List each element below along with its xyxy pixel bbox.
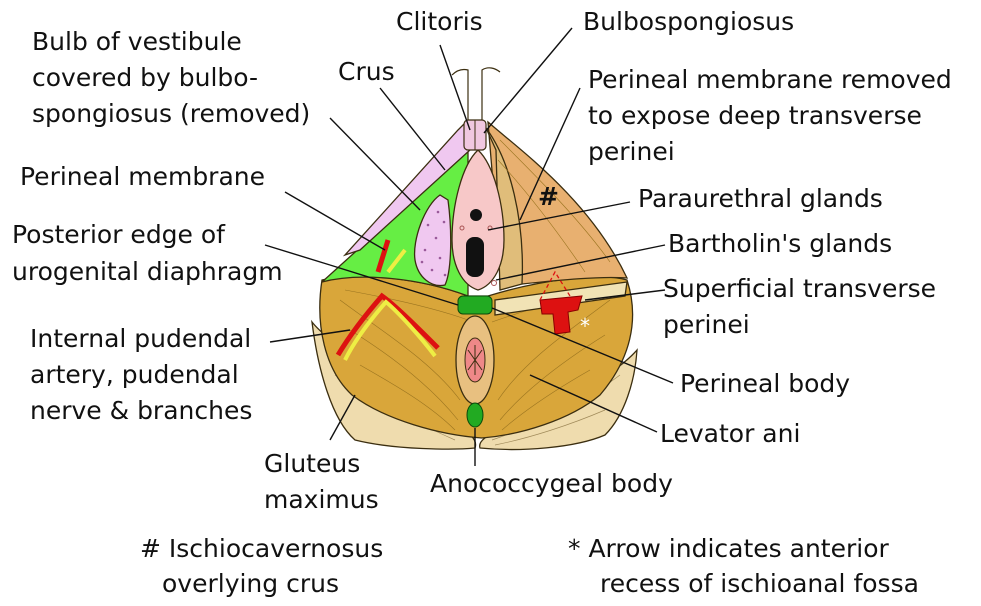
label-anococcygeal-body: Anococcygeal body: [430, 469, 673, 498]
label-perineal-body: Perineal body: [680, 369, 850, 398]
label-posterior-edge-2: urogenital diaphragm: [12, 257, 283, 286]
label-perineal-membrane: Perineal membrane: [20, 162, 265, 191]
anococcygeal-body: [467, 403, 483, 427]
urethral-opening: [470, 209, 482, 221]
footnote-hash-1: # Ischiocavernosus: [140, 534, 383, 563]
label-perineal-membrane-removed-2: to expose deep transverse: [588, 101, 922, 130]
label-bartholins-glands: Bartholin's glands: [668, 229, 892, 258]
footnote-hash-2: overlying crus: [162, 569, 339, 598]
label-perineal-membrane-removed-3: perinei: [588, 137, 675, 166]
label-clitoris: Clitoris: [396, 7, 483, 36]
label-superficial-transverse-2: perinei: [663, 310, 750, 339]
label-internal-pudendal-2: artery, pudendal: [30, 360, 239, 389]
label-perineal-membrane-removed-1: Perineal membrane removed: [588, 65, 952, 94]
footnote-asterisk-2: recess of ischioanal fossa: [600, 569, 919, 598]
hash-marker: #: [538, 182, 559, 211]
vaginal-opening: [466, 237, 484, 277]
label-crus: Crus: [338, 57, 395, 86]
label-bulbospongiosus: Bulbospongiosus: [583, 7, 794, 36]
label-internal-pudendal-3: nerve & branches: [30, 396, 252, 425]
label-bulb-vestibule-3: spongiosus (removed): [32, 99, 310, 128]
label-levator-ani: Levator ani: [660, 419, 800, 448]
label-paraurethral-glands: Paraurethral glands: [638, 184, 883, 213]
label-superficial-transverse-1: Superficial transverse: [663, 274, 936, 303]
label-posterior-edge-1: Posterior edge of: [12, 220, 226, 249]
footnote-asterisk-1: * Arrow indicates anterior: [568, 534, 889, 563]
label-bulb-vestibule-1: Bulb of vestibule: [32, 27, 242, 56]
label-internal-pudendal-1: Internal pudendal: [30, 324, 251, 353]
label-bulb-vestibule-2: covered by bulbo-: [32, 63, 258, 92]
asterisk-marker: *: [580, 314, 590, 338]
perineal-body: [458, 296, 492, 314]
label-gluteus-2: maximus: [264, 485, 379, 514]
label-gluteus-1: Gluteus: [264, 449, 360, 478]
clitoris-stalk: [452, 68, 500, 120]
bartholin-gland-dot: [492, 281, 497, 286]
